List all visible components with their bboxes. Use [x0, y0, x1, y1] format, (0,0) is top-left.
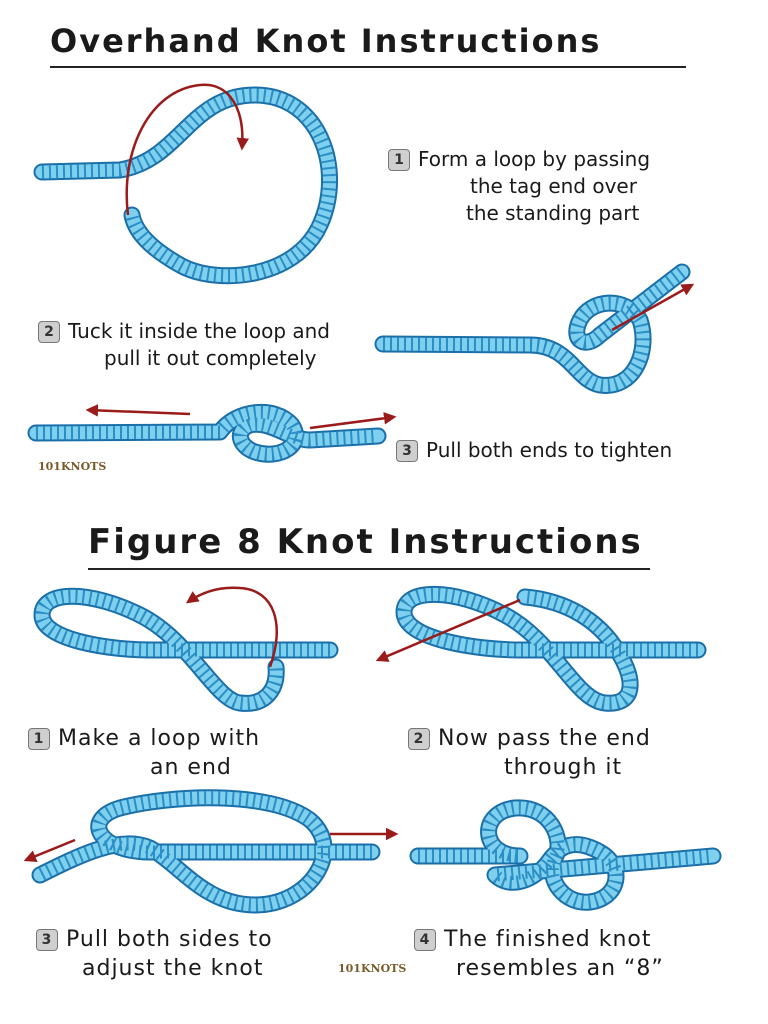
figure8-step1-text: 1 Make a loop with an end	[28, 724, 260, 782]
step-line: Now pass the end	[438, 726, 651, 751]
figure8-step3-text: 3 Pull both sides to adjust the knot	[36, 925, 273, 983]
step-line: The finished knot	[444, 927, 652, 952]
overhand-step1-arrow	[125, 83, 250, 216]
overhand-title-rule	[50, 66, 686, 68]
overhand-step3-rope	[27, 403, 387, 463]
figure8-title: Figure 8 Knot Instructions	[88, 522, 643, 562]
figure8-title-rule	[88, 568, 650, 570]
step-number-badge: 2	[408, 728, 430, 750]
figure8-step1-rope	[33, 587, 339, 712]
overhand-step1-rope	[33, 86, 339, 285]
overhand-step3-arrow-right	[309, 412, 397, 430]
rope-body-stroke	[376, 265, 689, 392]
step-line: Tuck it inside the loop and	[68, 319, 331, 343]
step-line: Form a loop by passing	[418, 147, 651, 171]
figure8-step4-text: 4 The finished knot resembles an “8”	[414, 925, 664, 983]
figure8-step4-rope	[409, 799, 722, 911]
figure8-step3-arrow-left	[23, 838, 76, 863]
step-line: the standing part	[466, 201, 640, 225]
step-line: the tag end over	[470, 174, 637, 198]
overhand-step2-rope	[374, 263, 691, 394]
step-line: Pull both sides to	[66, 927, 273, 952]
rope-strand-stroke	[37, 791, 372, 912]
step-number-badge: 1	[388, 149, 410, 171]
rope-body-stroke	[35, 589, 337, 710]
figure8-step2-arrow	[375, 598, 521, 662]
figure8-step1-arrow	[185, 586, 278, 668]
figure8-step2-rope	[395, 585, 707, 712]
step-line: an end	[150, 755, 232, 780]
step-number-badge: 3	[36, 929, 58, 951]
overhand-step3-text: 3 Pull both ends to tighten	[396, 437, 672, 464]
step-line: pull it out completely	[104, 346, 317, 370]
step-number-badge: 3	[396, 440, 418, 462]
brand-logo: 101KNOTS	[338, 962, 407, 975]
rope-strand-stroke	[397, 587, 698, 710]
figure8-step3-rope	[31, 789, 381, 914]
step-line: adjust the knot	[82, 956, 264, 981]
rope-strand-stroke	[418, 801, 714, 909]
overhand-step2-text: 2 Tuck it inside the loop and pull it out…	[38, 318, 330, 372]
step-line: Make a loop with	[58, 726, 261, 751]
step-line: through it	[504, 755, 623, 780]
overhand-step2-arrow	[611, 283, 695, 332]
step-number-badge: 1	[28, 728, 50, 750]
step-line: Pull both ends to tighten	[426, 438, 673, 462]
step-number-badge: 2	[38, 321, 60, 343]
overhand-step1-text: 1 Form a loop by passing the tag end over…	[388, 146, 650, 227]
step-line: resembles an “8”	[456, 956, 664, 981]
overhand-title: Overhand Knot Instructions	[50, 22, 602, 60]
overhand-step3-arrow-left	[85, 404, 191, 417]
step-number-badge: 4	[414, 929, 436, 951]
rope-body-stroke	[29, 405, 385, 461]
brand-logo: 101KNOTS	[38, 460, 107, 473]
figure8-step2-text: 2 Now pass the end through it	[408, 724, 651, 782]
rope-strand-stroke	[41, 88, 337, 283]
